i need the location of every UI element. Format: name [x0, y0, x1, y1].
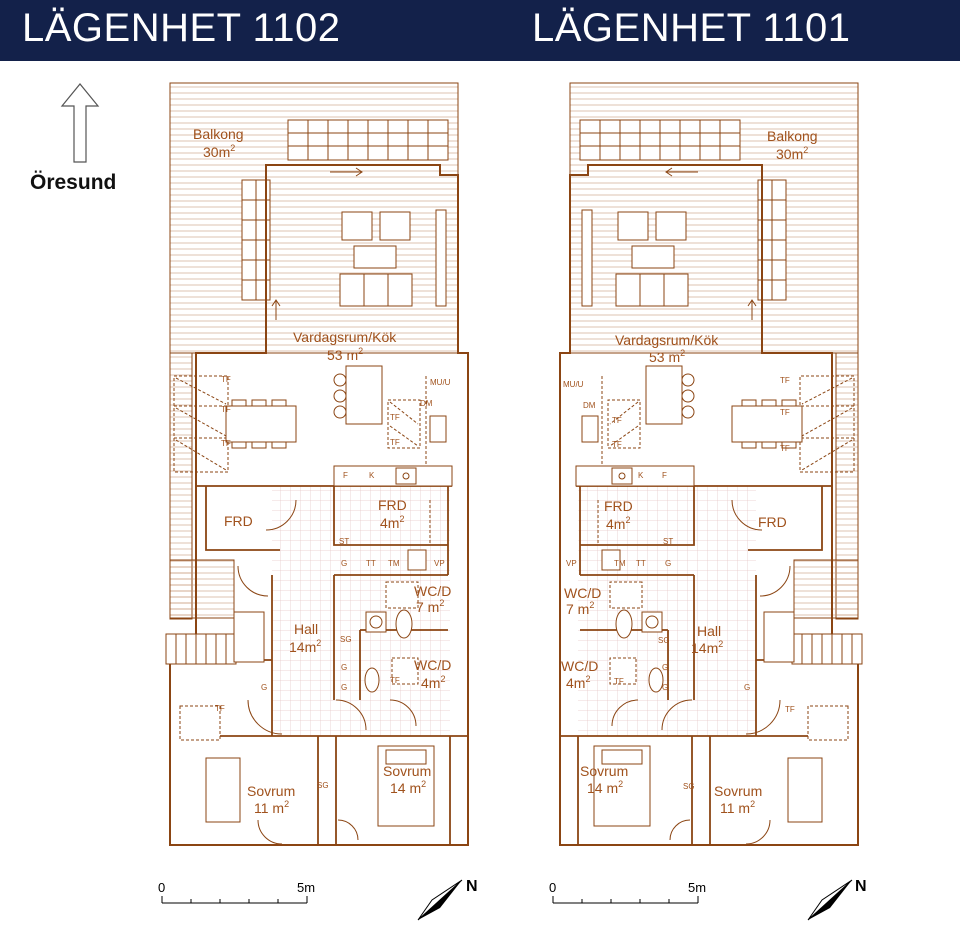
label-1101-wc1-area: 7 m2: [566, 600, 594, 617]
label-1102-frd-small-area: 4m2: [380, 514, 404, 531]
header-bar: LÄGENHET 1102 LÄGENHET 1101: [0, 0, 960, 61]
label-1102-bedroom-large: Sovrum: [383, 763, 431, 779]
scale-bar-right: [552, 896, 699, 904]
code-1102-g-4: G: [261, 683, 267, 692]
floorplan-1101: [559, 82, 863, 846]
code-1101-mu: MU/U: [563, 380, 584, 389]
label-1102-bedroom-small-area: 11 m2: [254, 799, 289, 816]
code-1101-sg-1: SG: [658, 636, 670, 645]
sea-direction-arrow-icon: [60, 83, 100, 163]
north-label-right: N: [855, 878, 867, 895]
code-1101-sg-2: SG: [683, 782, 695, 791]
code-1102-tm: TM: [388, 559, 400, 568]
label-1102-frd-large: FRD: [224, 513, 253, 529]
code-1101-tf-3: TF: [780, 444, 790, 453]
label-1102-wc2: WC/D: [414, 657, 451, 673]
code-1101-tt: TT: [636, 559, 646, 568]
scale-right-end: 5m: [688, 880, 706, 895]
code-1102-tf-6: TF: [390, 676, 400, 685]
label-1101-bedroom-large-area: 14 m2: [587, 779, 623, 796]
label-1101-wc2: WC/D: [561, 658, 598, 674]
code-1101-st: ST: [663, 537, 673, 546]
scale-right-start: 0: [549, 880, 556, 895]
code-1101-tf-2: TF: [780, 408, 790, 417]
label-1102-bedroom-small: Sovrum: [247, 783, 295, 799]
code-1102-tf-3: TF: [221, 439, 231, 448]
code-1101-tf-1: TF: [780, 376, 790, 385]
label-1102-wc1-area: 7 m2: [416, 598, 444, 615]
label-1101-hall: Hall: [697, 623, 721, 639]
code-1102-tf-7: TF: [215, 704, 225, 713]
code-1102-tf-4: TF: [390, 413, 400, 422]
code-1101-g-2: G: [662, 663, 668, 672]
code-1102-sg-1: SG: [340, 635, 352, 644]
label-1102-bedroom-large-area: 14 m2: [390, 779, 426, 796]
label-1101-bedroom-small: Sovrum: [714, 783, 762, 799]
label-1101-bedroom-large: Sovrum: [580, 763, 628, 779]
code-1101-f: F: [662, 471, 667, 480]
code-1101-tf-6: TF: [614, 677, 624, 686]
label-1101-hall-area: 14m2: [691, 639, 723, 656]
label-1102-living-area: 53 m2: [327, 346, 363, 363]
label-1101-frd-large: FRD: [758, 514, 787, 530]
code-1102-f: F: [343, 471, 348, 480]
code-1102-tf-2: TF: [221, 405, 231, 414]
code-1101-k: K: [638, 471, 644, 480]
floorplan-1102: [165, 82, 469, 846]
sea-label: Öresund: [30, 171, 116, 194]
label-1102-living: Vardagsrum/Kök: [293, 329, 397, 345]
code-1102-mu: MU/U: [430, 378, 451, 387]
label-1101-balcony: Balkong: [767, 128, 818, 144]
label-1102-wc2-area: 4m2: [421, 674, 445, 691]
label-1101-living: Vardagsrum/Kök: [615, 332, 719, 348]
north-arrow-icon: [417, 879, 463, 921]
scale-left-start: 0: [158, 880, 165, 895]
code-1102-dm: DM: [420, 399, 433, 408]
scale-left-end: 5m: [297, 880, 315, 895]
code-1102-vp: VP: [434, 559, 445, 568]
code-1102-g-1: G: [341, 559, 347, 568]
code-1101-g-1: G: [665, 559, 671, 568]
label-1102-balcony: Balkong: [193, 126, 244, 142]
code-1102-tf-5: TF: [390, 438, 400, 447]
label-1101-frd-small-area: 4m2: [606, 515, 630, 532]
code-1101-tf-4: TF: [612, 416, 622, 425]
label-1101-wc2-area: 4m2: [566, 674, 590, 691]
code-1102-tf-1: TF: [221, 375, 231, 384]
label-1102-balcony-area: 30m2: [203, 143, 235, 160]
code-1102-st: ST: [339, 537, 349, 546]
code-1101-tm: TM: [614, 559, 626, 568]
floor-plans: Öresund Balkong 30m2 Vardagsrum/Kök 53 m…: [30, 82, 867, 921]
north-arrow-icon: [807, 879, 853, 921]
apartment-1101-title: LÄGENHET 1101: [532, 6, 851, 50]
label-1101-frd-small: FRD: [604, 498, 633, 514]
code-1102-g-2: G: [341, 663, 347, 672]
label-1102-hall-area: 14m2: [289, 638, 321, 655]
code-1101-g-4: G: [744, 683, 750, 692]
label-1102-frd-small: FRD: [378, 497, 407, 513]
scale-bar-left: [161, 896, 308, 904]
code-1101-dm: DM: [583, 401, 596, 410]
label-1101-balcony-area: 30m2: [776, 145, 808, 162]
code-1101-vp: VP: [566, 559, 577, 568]
label-1101-bedroom-small-area: 11 m2: [720, 799, 755, 816]
label-1102-hall: Hall: [294, 621, 318, 637]
code-1101-tf-5: TF: [612, 440, 622, 449]
code-1101-g-3: G: [662, 683, 668, 692]
label-1101-wc1: WC/D: [564, 585, 601, 601]
code-1102-g-3: G: [341, 683, 347, 692]
code-1102-tt: TT: [366, 559, 376, 568]
north-label-left: N: [466, 878, 478, 895]
label-1102-wc1: WC/D: [414, 583, 451, 599]
code-1101-tf-7: TF: [785, 705, 795, 714]
code-1102-sg-2: SG: [317, 781, 329, 790]
label-1101-living-area: 53 m2: [649, 348, 685, 365]
apartment-1102-title: LÄGENHET 1102: [22, 6, 341, 50]
code-1102-k: K: [369, 471, 375, 480]
